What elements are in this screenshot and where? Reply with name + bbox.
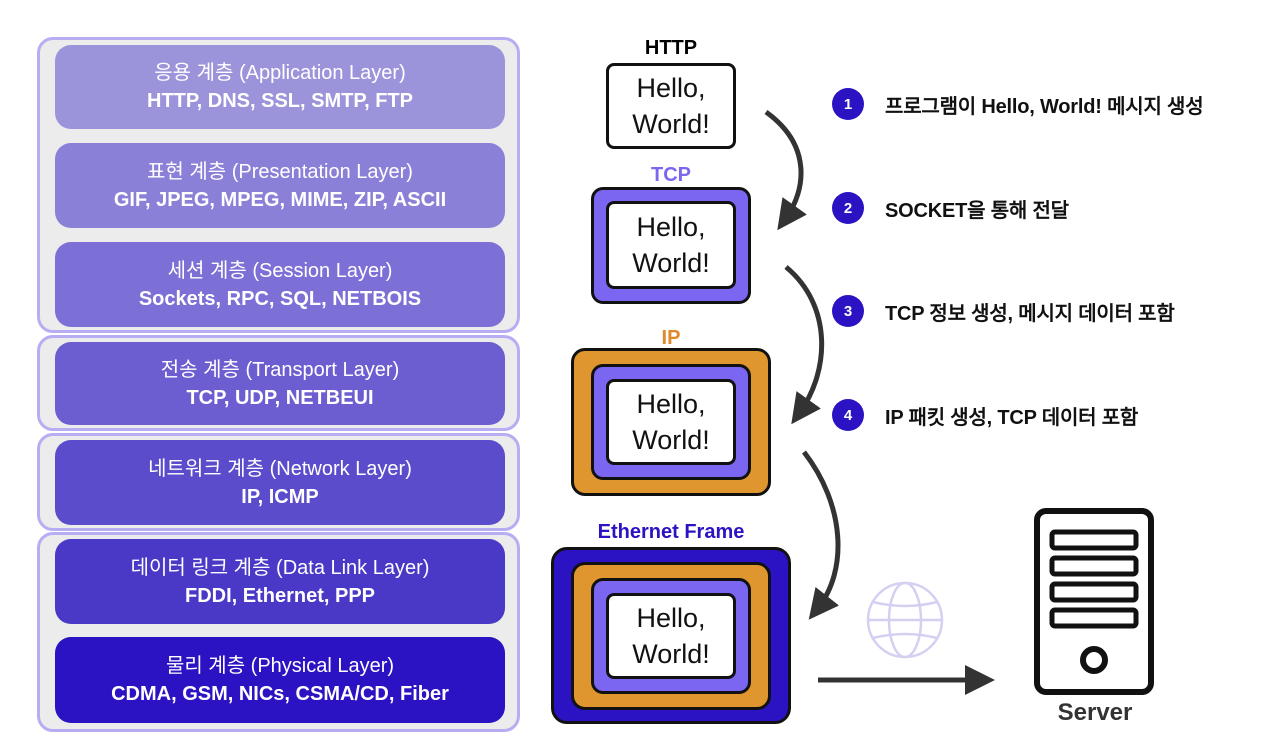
layer-transport: 전송 계층 (Transport Layer) TCP, UDP, NETBEU…: [55, 342, 505, 425]
layer-session: 세션 계층 (Session Layer) Sockets, RPC, SQL,…: [55, 242, 505, 327]
step-2: 2 SOCKET을 통해 전달: [832, 192, 1069, 224]
layer-application: 응용 계층 (Application Layer) HTTP, DNS, SSL…: [55, 45, 505, 129]
server-label: Server: [1057, 699, 1133, 726]
step-3: 3 TCP 정보 생성, 메시지 데이터 포함: [832, 295, 1175, 327]
step-number-badge: 4: [832, 399, 864, 431]
layer-name: 전송 계층 (Transport Layer): [160, 358, 400, 381]
ethernet-frame-message: Hello, World!: [606, 593, 736, 679]
ip-packet-message: Hello, World!: [606, 379, 736, 465]
ip-packet-title: IP: [661, 327, 681, 349]
message-line-1: Hello,: [636, 73, 706, 103]
step-text: SOCKET을 통해 전달: [885, 199, 1069, 222]
step-4: 4 IP 패킷 생성, TCP 데이터 포함: [832, 399, 1138, 431]
message-line-1: Hello,: [636, 603, 706, 633]
layer-presentation: 표현 계층 (Presentation Layer) GIF, JPEG, MP…: [55, 143, 505, 228]
ethernet-frame-title: Ethernet Frame: [597, 521, 745, 543]
message-line-2: World!: [632, 639, 710, 669]
http-packet-title: HTTP: [644, 37, 698, 59]
message-line-2: World!: [632, 425, 710, 455]
layer-protocols: Sockets, RPC, SQL, NETBOIS: [138, 287, 422, 310]
step-text: 프로그램이 Hello, World! 메시지 생성: [885, 95, 1204, 118]
message-line-1: Hello,: [636, 212, 706, 242]
layer-protocols: TCP, UDP, NETBEUI: [186, 386, 374, 409]
message-line-2: World!: [632, 248, 710, 278]
step-text: IP 패킷 생성, TCP 데이터 포함: [885, 406, 1139, 429]
layer-datalink: 데이터 링크 계층 (Data Link Layer) FDDI, Ethern…: [55, 539, 505, 624]
layer-name: 응용 계층 (Application Layer): [154, 62, 406, 84]
step-number-badge: 2: [832, 192, 864, 224]
step-number-badge: 1: [832, 88, 864, 120]
layer-physical: 물리 계층 (Physical Layer) CDMA, GSM, NICs, …: [55, 637, 505, 723]
arrow-step-2: [784, 265, 825, 425]
step-1: 1 프로그램이 Hello, World! 메시지 생성: [832, 88, 1204, 120]
layer-name: 표현 계층 (Presentation Layer): [147, 160, 413, 183]
server-icon: [1034, 508, 1154, 695]
layer-protocols: IP, ICMP: [241, 485, 319, 508]
step-text: TCP 정보 생성, 메시지 데이터 포함: [885, 302, 1175, 325]
http-packet-message: Hello, World!: [606, 63, 736, 149]
layer-protocols: CDMA, GSM, NICs, CSMA/CD, Fiber: [111, 683, 449, 705]
message-line-2: World!: [632, 109, 710, 139]
layer-protocols: GIF, JPEG, MPEG, MIME, ZIP, ASCII: [113, 188, 447, 211]
tcp-packet-title: TCP: [651, 164, 691, 186]
step-number-badge: 3: [832, 295, 864, 327]
layer-name: 데이터 링크 계층 (Data Link Layer): [130, 556, 430, 579]
tcp-packet-message: Hello, World!: [606, 201, 736, 289]
message-line-1: Hello,: [636, 389, 706, 419]
layer-protocols: FDDI, Ethernet, PPP: [184, 584, 376, 607]
arrow-step-1: [764, 109, 807, 231]
layer-network: 네트워크 계층 (Network Layer) IP, ICMP: [55, 440, 505, 525]
layer-name: 세션 계층 (Session Layer): [167, 259, 393, 282]
layer-name: 네트워크 계층 (Network Layer): [148, 457, 412, 480]
layer-protocols: HTTP, DNS, SSL, SMTP, FTP: [147, 90, 413, 112]
globe-icon: [866, 581, 944, 659]
arrow-step-3: [802, 450, 841, 620]
layer-name: 물리 계층 (Physical Layer): [165, 655, 395, 677]
